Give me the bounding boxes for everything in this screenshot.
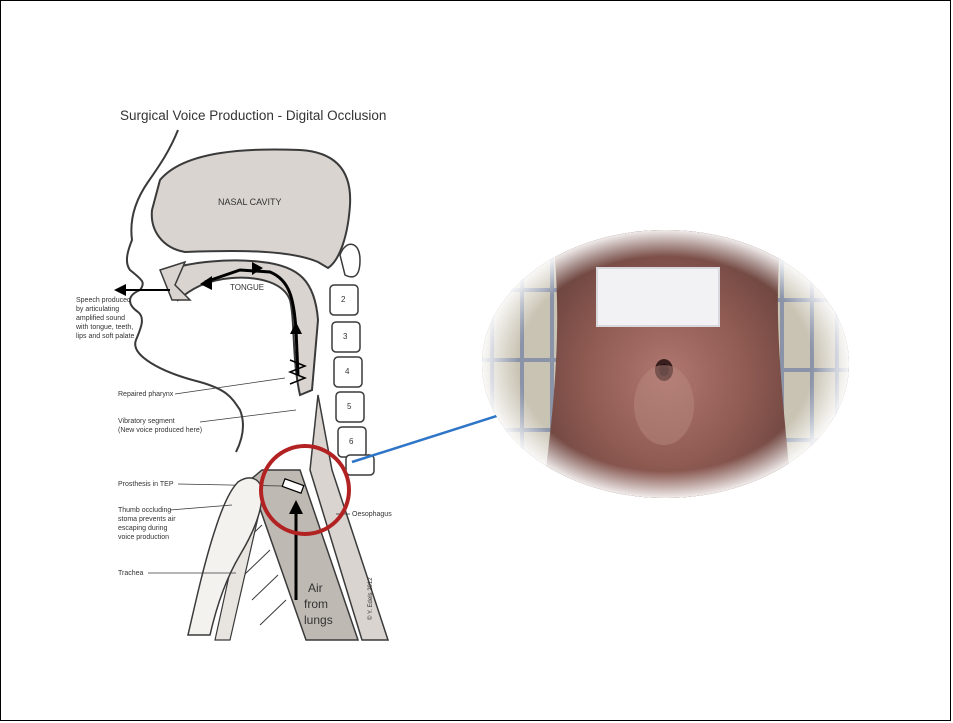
svg-text:with tongue, teeth,: with tongue, teeth, <box>75 324 133 331</box>
tongue-label: TONGUE <box>230 283 264 292</box>
thumb-label: Thumb occluding stoma prevents air escap… <box>118 507 176 541</box>
svg-text:lips and soft palate: lips and soft palate <box>76 333 134 340</box>
svg-text:6: 6 <box>349 437 354 446</box>
stoma-photo-drawing <box>482 230 849 498</box>
svg-text:(New voice produced here): (New voice produced here) <box>118 427 202 434</box>
svg-text:from: from <box>304 597 328 611</box>
speech-arrow-head <box>114 284 126 296</box>
nasal-cavity-shape <box>152 149 350 268</box>
svg-text:escaping during: escaping during <box>118 525 168 532</box>
svg-text:stoma prevents air: stoma prevents air <box>118 516 176 523</box>
oesophagus-label: Oesophagus <box>352 511 392 518</box>
svg-text:amplified sound: amplified sound <box>76 315 125 322</box>
svg-text:Speech produced: Speech produced <box>76 297 131 304</box>
svg-text:Thumb occluding: Thumb occluding <box>118 507 171 514</box>
svg-text:3: 3 <box>343 332 348 341</box>
svg-text:lungs: lungs <box>304 613 333 627</box>
stoma-photo <box>482 230 849 498</box>
nasal-cavity-label: NASAL CAVITY <box>218 197 282 207</box>
prosthesis-label: Prosthesis in TEP <box>118 481 174 488</box>
vibratory-label: Vibratory segment (New voice produced he… <box>118 418 202 434</box>
speech-label: Speech produced by articulating amplifie… <box>75 297 134 340</box>
svg-text:voice production: voice production <box>118 534 169 541</box>
trachea-label: Trachea <box>118 570 144 577</box>
diagram-title: Surgical Voice Production - Digital Occl… <box>120 108 386 123</box>
leader-vibratory <box>200 410 296 422</box>
svg-text:5: 5 <box>347 402 352 411</box>
copyright-text: © Y. Edels 2012 <box>367 577 374 620</box>
svg-text:Vibratory segment: Vibratory segment <box>118 418 175 425</box>
svg-text:2: 2 <box>341 295 346 304</box>
svg-text:by articulating: by articulating <box>76 306 119 313</box>
repaired-pharynx-label: Repaired pharynx <box>118 391 174 398</box>
svg-text:4: 4 <box>345 367 350 376</box>
svg-text:Air: Air <box>308 581 323 595</box>
